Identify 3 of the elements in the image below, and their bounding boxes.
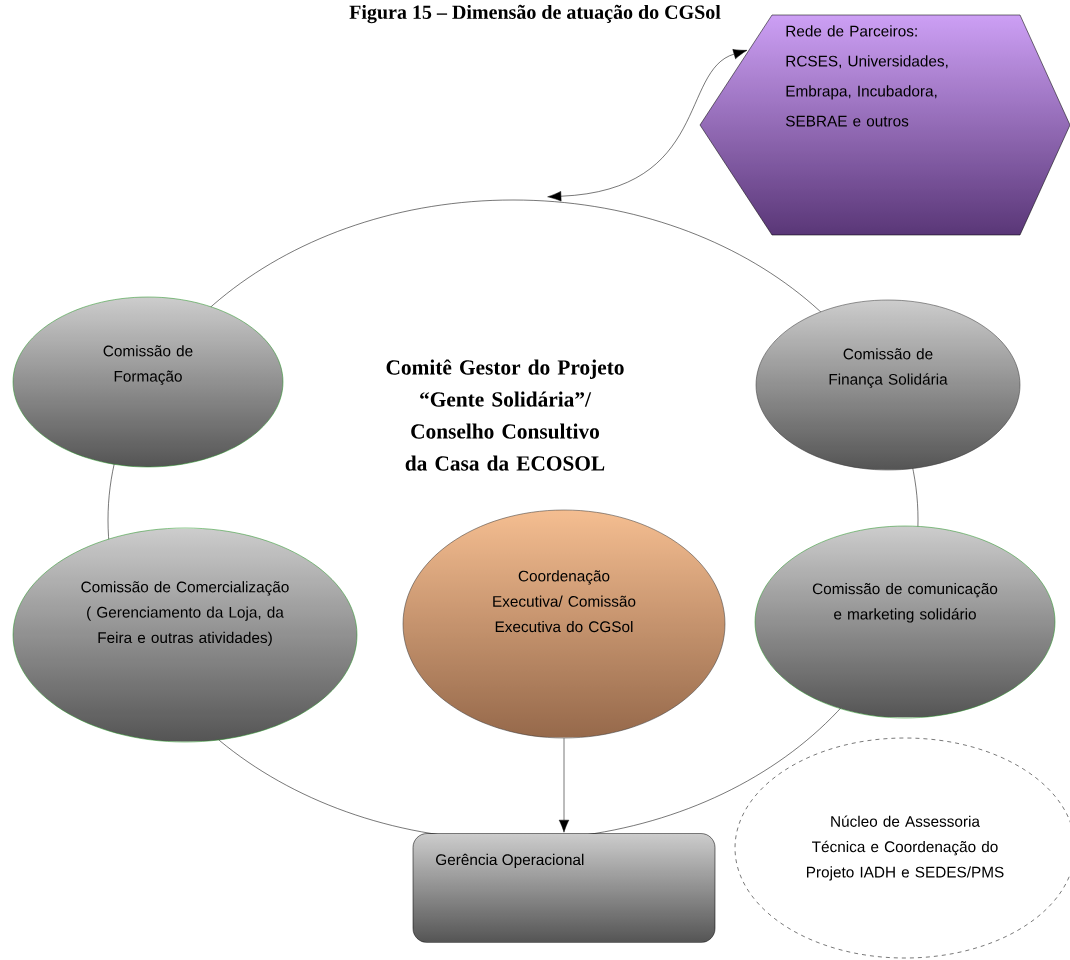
double-arrow [547, 49, 748, 202]
arrow [558, 738, 570, 833]
management-box: Gerência Operacional [412, 833, 716, 943]
